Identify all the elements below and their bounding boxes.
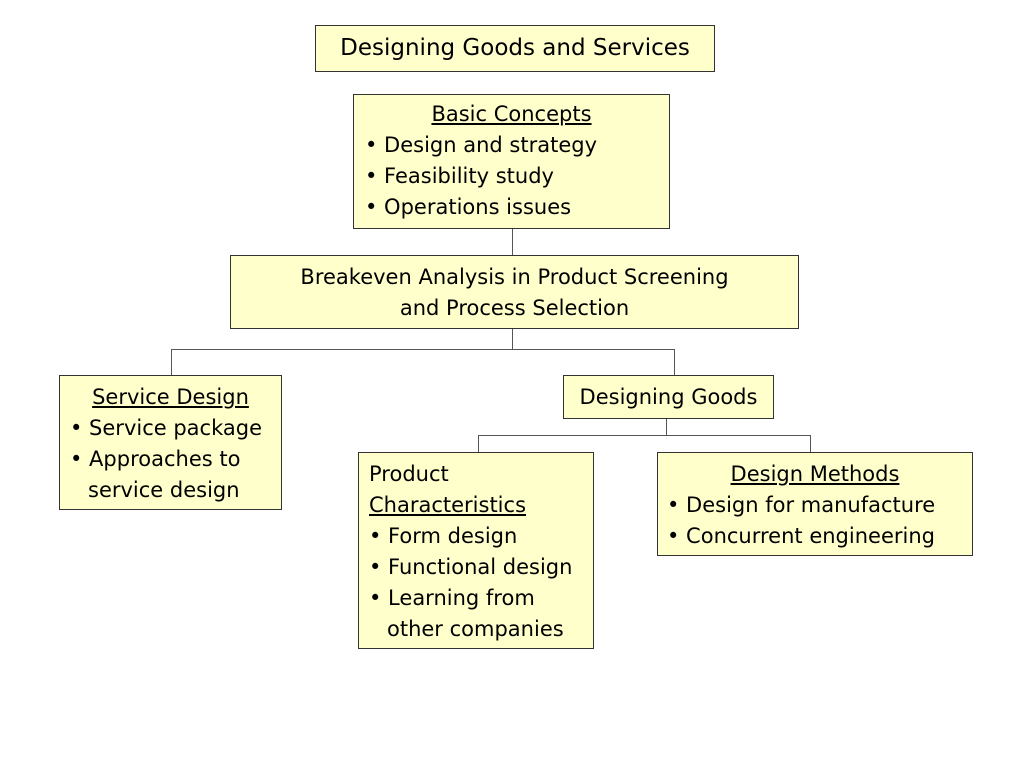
diagram-title-text: Designing Goods and Services xyxy=(340,35,690,61)
breakeven-line-1: Breakeven Analysis in Product Screening xyxy=(300,265,729,289)
product-characteristics-item: other companies xyxy=(387,617,564,641)
product-characteristics-item: • Learning from xyxy=(369,586,535,610)
service-design-heading: Service Design xyxy=(92,385,249,409)
service-design-item: • Service package xyxy=(70,416,263,440)
design-methods-item: • Design for manufacture xyxy=(667,493,936,517)
designing-goods-box: Designing Goods xyxy=(563,375,774,419)
product-characteristics-heading-1: Product xyxy=(369,462,449,486)
designing-goods-label: Designing Goods xyxy=(579,385,758,409)
service-design-item: • Approaches to xyxy=(70,447,241,471)
design-methods-box: Design Methods • Design for manufacture … xyxy=(657,452,973,556)
product-characteristics-item: • Functional design xyxy=(369,555,573,579)
basic-concepts-heading: Basic Concepts xyxy=(431,102,592,126)
basic-concepts-item: • Feasibility study xyxy=(365,164,554,188)
service-design-item: service design xyxy=(88,478,240,502)
breakeven-line-2: and Process Selection xyxy=(399,296,630,320)
breakeven-analysis-box: Breakeven Analysis in Product Screening … xyxy=(230,255,799,329)
connector-to-product-characteristics xyxy=(478,435,479,452)
service-design-box: Service Design • Service package • Appro… xyxy=(59,375,282,510)
connector-breakeven-stem xyxy=(512,329,513,350)
design-methods-heading: Design Methods xyxy=(730,462,900,486)
product-characteristics-item: • Form design xyxy=(369,524,518,548)
product-characteristics-heading-2: Characteristics xyxy=(369,493,527,517)
basic-concepts-item: • Operations issues xyxy=(365,195,572,219)
diagram-title: Designing Goods and Services xyxy=(315,25,715,72)
connector-to-service-design xyxy=(171,349,172,375)
connector-to-designing-goods xyxy=(674,349,675,375)
basic-concepts-box: Basic Concepts • Design and strategy • F… xyxy=(353,94,670,229)
design-methods-item: • Concurrent engineering xyxy=(667,524,935,548)
product-characteristics-box: Product Characteristics • Form design • … xyxy=(358,452,594,649)
connector-breakeven-horizontal xyxy=(171,349,675,350)
connector-goods-horizontal xyxy=(478,435,811,436)
basic-concepts-item: • Design and strategy xyxy=(365,133,598,157)
connector-basic-to-breakeven xyxy=(512,229,513,255)
connector-goods-stem xyxy=(666,419,667,436)
connector-to-design-methods xyxy=(810,435,811,452)
